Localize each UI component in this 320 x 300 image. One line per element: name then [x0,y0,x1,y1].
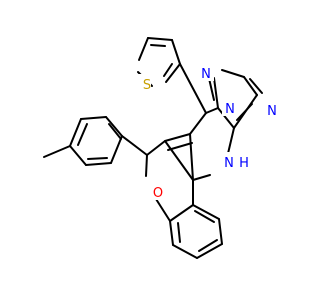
bond-ch-thiophene [179,63,207,114]
tolyl-ring [69,116,123,166]
benzo-ring [169,204,223,259]
oxygen-label: O [153,186,163,201]
nitrogen-label-2: N [225,102,235,117]
pyrimidine-ring [164,107,235,181]
nitrogen-label-1: N [201,67,211,82]
nitrogen-label-3: N [267,104,277,119]
chemical-structure-canvas: S O N N N N H [43,37,277,259]
sulfur-label: S [143,78,151,93]
thiophene-ring [137,37,181,87]
nitrogen-label-4: N [224,156,234,171]
molecule-diagram: S O N N N N H [43,37,277,259]
pyran-ring [145,140,194,222]
bond-tolyl-ch [121,135,148,156]
hydrogen-label: H [239,156,249,171]
bond-methyl [43,145,71,158]
